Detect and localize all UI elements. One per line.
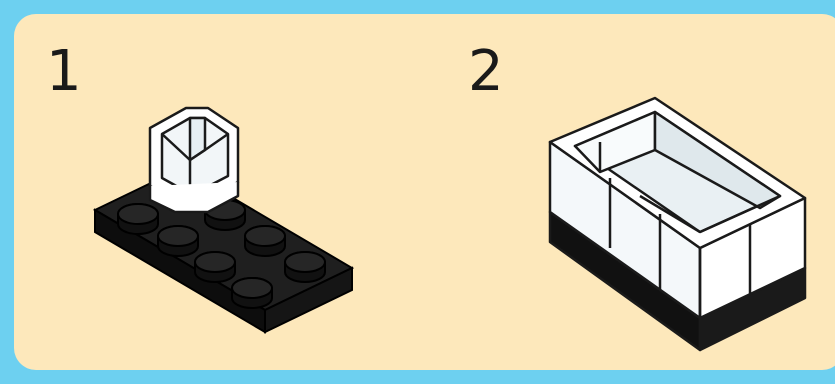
stud [195,252,235,282]
stud [245,226,285,256]
step1-assembly [95,108,352,332]
stud [232,278,272,308]
step2-assembly [550,98,805,350]
white-corner-chair [150,108,238,212]
stud [285,252,325,282]
stud [158,226,198,256]
stud [118,204,158,234]
